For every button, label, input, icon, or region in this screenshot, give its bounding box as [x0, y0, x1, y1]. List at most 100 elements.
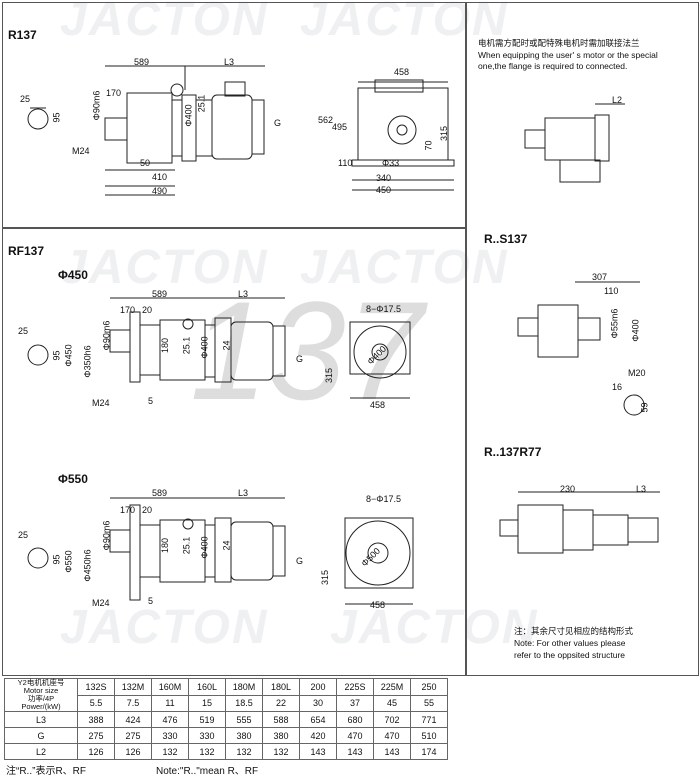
motor-size-cell: 160M [151, 678, 189, 696]
dim-315: 315 [324, 367, 335, 384]
dim-8-holes: 8−Φ17.5 [366, 304, 401, 314]
table-cell: 330 [188, 727, 226, 744]
power-cell: 22 [262, 694, 300, 712]
dim-562: 562 [318, 115, 334, 125]
dim-110: 110 [338, 158, 353, 168]
power-cell: 11 [151, 694, 189, 712]
table-cell: 388 [77, 711, 115, 728]
dim-490: 490 [152, 186, 168, 196]
dim-g: G [296, 354, 304, 364]
dim-350h6: Φ350h6 [82, 345, 93, 378]
watermark-brand: JACTON [60, 241, 269, 294]
dim-g: G [296, 556, 304, 566]
note-other-values-en1: Note: For other values please [514, 638, 626, 648]
power-cell: 18.5 [225, 694, 263, 712]
power-cell: 7.5 [114, 694, 152, 712]
table-cell: 126 [114, 743, 152, 760]
dim-180: 180 [160, 537, 171, 554]
table-cell: 275 [77, 727, 115, 744]
title-r137r77: R..137R77 [484, 445, 542, 459]
dim-400: Φ400 [199, 536, 210, 559]
watermark-brand: JACTON [330, 601, 539, 654]
table-header-cell: Y2电机机座号 Motor size 功率/4P Power/(kW) [4, 678, 78, 712]
motor-size-cell: 132M [114, 678, 152, 696]
note-flange-en1: When equipping the user' s motor or the … [478, 50, 658, 60]
dim-55m6: Φ55m6 [609, 308, 620, 339]
table-cell: 702 [373, 711, 411, 728]
table-spacer [448, 695, 593, 712]
dim-251: 25.1 [196, 94, 207, 113]
dim-l3: L3 [238, 289, 249, 299]
table-spacer [448, 712, 593, 728]
motor-spec-table: Y2电机机座号 Motor size 功率/4P Power/(kW) 132S… [4, 678, 593, 760]
table-cell: 132 [225, 743, 263, 760]
table-cell: 555 [225, 711, 263, 728]
dim-5: 5 [148, 596, 154, 606]
table-row: G 275 275 330 330 380 380 420 470 470 51… [4, 727, 593, 744]
dim-450: Φ450 [63, 344, 74, 367]
label-phi550: Φ550 [58, 472, 88, 486]
dim-251: 25.1 [181, 336, 192, 355]
table-cell: 420 [299, 727, 337, 744]
frame-rf137 [2, 228, 466, 676]
dim-95: 95 [51, 112, 62, 123]
dim-307: 307 [592, 272, 608, 282]
dim-33: Φ33 [382, 158, 400, 168]
dim-400: Φ400 [183, 104, 194, 127]
dim-m20: M20 [628, 368, 646, 378]
label-phi450: Φ450 [58, 268, 88, 282]
table-spacer [448, 744, 593, 760]
dim-95: 95 [51, 554, 62, 565]
dim-170: 170 [120, 305, 136, 315]
header-line: Y2电机机座号 [17, 678, 65, 687]
dim-90m6: Φ90m6 [101, 520, 112, 551]
dim-m24: M24 [92, 398, 110, 408]
table-cell: 174 [410, 743, 448, 760]
dim-251: 25.1 [181, 536, 192, 555]
table-cell: 132 [262, 743, 300, 760]
frame-right-panel [466, 2, 699, 676]
dim-l3: L3 [238, 488, 249, 498]
dim-l2: L2 [612, 95, 623, 105]
table-cell: 771 [410, 711, 448, 728]
dim-m24: M24 [72, 146, 90, 156]
dim-g: G [274, 118, 282, 128]
dim-24: 24 [221, 540, 232, 551]
dim-458: 458 [370, 600, 386, 610]
dim-340: 340 [376, 173, 392, 183]
table-cell: 132 [188, 743, 226, 760]
power-cell: 5.5 [77, 694, 115, 712]
motor-size-cell: 225M [373, 678, 411, 696]
title-rs137: R..S137 [484, 232, 528, 246]
row-label: L3 [4, 711, 78, 728]
table-row: Y2电机机座号 Motor size 功率/4P Power/(kW) 132S… [4, 678, 593, 712]
motor-size-cell: 160L [188, 678, 226, 696]
footer-note-en: Note:"R.."mean R、RF [156, 766, 259, 777]
watermark-brand: JACTON [300, 241, 509, 294]
table-cell: 470 [336, 727, 374, 744]
dim-50: 50 [140, 158, 151, 168]
dim-589: 589 [152, 488, 168, 498]
dim-95: 95 [51, 350, 62, 361]
header-line: Motor size [23, 686, 59, 695]
dim-8-holes: 8−Φ17.5 [366, 494, 401, 504]
dim-589: 589 [134, 57, 150, 67]
note-other-values-en2: refer to the oppsited structure [514, 650, 626, 660]
dim-400: Φ400 [199, 336, 210, 359]
row-label: L2 [4, 743, 78, 760]
motor-size-cell: 180L [262, 678, 300, 696]
dim-180: 180 [160, 337, 171, 354]
dim-589: 589 [152, 289, 168, 299]
header-line: 功率/4P [27, 694, 55, 703]
watermark-brand: JACTON [300, 0, 509, 46]
dim-5: 5 [148, 396, 154, 406]
table-cell: 680 [336, 711, 374, 728]
power-cell: 55 [410, 694, 448, 712]
watermark-brand: JACTON [60, 601, 269, 654]
table-cell: 588 [262, 711, 300, 728]
dim-400: Φ400 [630, 319, 641, 342]
table-cell: 330 [151, 727, 189, 744]
dim-20: 20 [142, 305, 153, 315]
table-cell: 380 [262, 727, 300, 744]
motor-size-cell: 250 [410, 678, 448, 696]
